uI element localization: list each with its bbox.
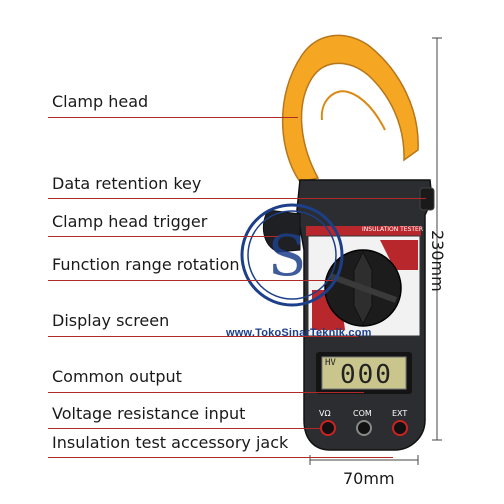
jack-com <box>356 420 372 436</box>
callout-voltage-resistance-input: Voltage resistance input <box>52 404 246 423</box>
leader-voltage-resistance-input <box>48 428 320 429</box>
callout-clamp-head-trigger: Clamp head trigger <box>52 212 208 231</box>
jack-label-com: COM <box>353 409 372 418</box>
clamp-head-jaw <box>281 34 419 183</box>
clamp-trigger <box>262 209 301 253</box>
svg-text:S: S <box>268 224 306 289</box>
lcd-screen <box>321 356 407 390</box>
leader-function-range-rotation <box>48 280 333 281</box>
leader-clamp-head-trigger <box>48 236 278 237</box>
jack-label-vohm: VΩ <box>319 409 331 418</box>
jack-label-ext: EXT <box>392 409 408 418</box>
display-mode: HV <box>325 358 336 368</box>
leader-common-output <box>48 392 364 393</box>
leader-insulation-test-jack <box>48 457 393 458</box>
leader-display-screen <box>48 336 358 337</box>
display-value: 000 <box>340 360 393 390</box>
callout-display-screen: Display screen <box>52 311 170 330</box>
label-strip-text: INSULATION TESTER <box>362 226 424 233</box>
callout-insulation-test-jack: Insulation test accessory jack <box>52 433 289 452</box>
leader-data-retention-key <box>48 198 426 199</box>
leader-clamp-head <box>48 117 298 118</box>
callout-clamp-head: Clamp head <box>52 92 149 111</box>
callout-data-retention-key: Data retention key <box>52 174 202 193</box>
data-hold-key <box>419 187 435 211</box>
clamp-head-inner <box>320 90 386 131</box>
jack-ext <box>392 420 408 436</box>
jack-vohm <box>320 420 336 436</box>
watermark-logo <box>240 203 344 307</box>
watermark-text: www.TokoSinarTeknik.com <box>226 327 372 339</box>
height-dimension-label: 230mm <box>428 230 447 292</box>
callout-common-output: Common output <box>52 367 182 386</box>
callout-function-range-rotation: Function range rotation <box>52 255 240 274</box>
label-strip <box>306 226 421 236</box>
width-dimension-label: 70mm <box>343 469 395 488</box>
